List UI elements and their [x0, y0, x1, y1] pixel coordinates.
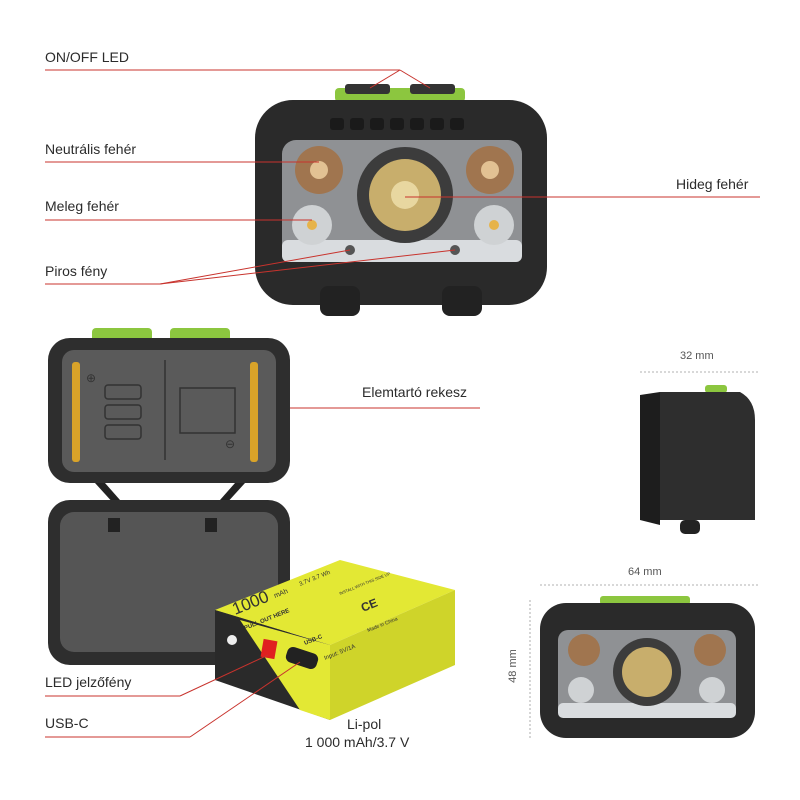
- svg-text:⊕: ⊕: [86, 371, 96, 385]
- label-battery-type: Li-pol: [347, 716, 382, 732]
- dimension-width: 64 mm: [628, 566, 662, 578]
- svg-text:⊖: ⊖: [225, 437, 235, 451]
- button-left: [345, 84, 390, 94]
- dimension-depth: 32 mm: [680, 350, 714, 362]
- battery-pack: 1000 mAh 3.7V 3.7 Wh PULL OUT HERE INSTA…: [215, 560, 455, 720]
- svg-text:mAh: mAh: [273, 588, 289, 600]
- label-cold-white: Hideg fehér: [676, 176, 749, 192]
- label-on-off-led: ON/OFF LED: [45, 49, 130, 65]
- headlamp-side-view: [640, 371, 760, 534]
- leader-lines-top: [45, 69, 760, 409]
- leader-lines-bottom: [45, 654, 301, 738]
- label-battery-compartment: Elemtartó rekesz: [362, 384, 468, 400]
- label-warm-white: Meleg fehér: [45, 198, 119, 214]
- label-battery-spec: 1 000 mAh/3.7 V: [305, 734, 410, 750]
- label-red-light: Piros fény: [45, 263, 108, 279]
- dimension-height: 48 mm: [506, 649, 519, 683]
- label-usb-c: USB-C: [45, 715, 89, 731]
- svg-text:CE: CE: [359, 596, 380, 615]
- headlamp-front-large: [255, 84, 547, 316]
- button-right: [410, 84, 455, 94]
- label-led-indicator: LED jelzőfény: [45, 674, 132, 690]
- label-neutral-white: Neutrális fehér: [45, 141, 137, 157]
- headlamp-front-small: [529, 584, 760, 740]
